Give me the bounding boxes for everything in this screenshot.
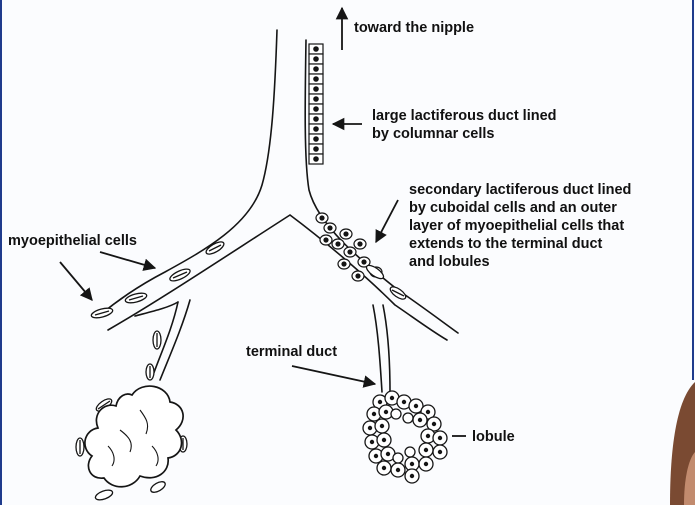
label-terminal-duct: terminal duct <box>246 344 337 360</box>
label-secondary-5: and lobules <box>409 254 490 270</box>
right-terminal-duct-left <box>373 305 382 392</box>
right-lobule <box>363 391 447 483</box>
arrows <box>60 8 466 436</box>
label-secondary-1: secondary lactiferous duct lined <box>409 182 631 198</box>
left-lobule <box>85 386 183 487</box>
label-secondary-3: layer of myoepithelial cells that <box>409 218 624 234</box>
label-lobule: lobule <box>472 429 515 445</box>
label-secondary-2: by cuboidal cells and an outer <box>409 200 617 216</box>
arrow-terminal-duct <box>292 366 375 384</box>
label-toward-nipple: toward the nipple <box>354 20 474 36</box>
arrow-secondary-duct <box>376 200 398 242</box>
arrow-myoepithelial-2 <box>100 252 155 268</box>
branch-crotch <box>108 215 447 340</box>
label-large-duct-2: by columnar cells <box>372 126 495 142</box>
label-myoepithelial: myoepithelial cells <box>8 233 137 249</box>
right-terminal-duct-right <box>383 305 390 392</box>
arrow-myoepithelial-1 <box>60 262 92 300</box>
columnar-cells <box>309 44 323 164</box>
label-large-duct-1: large lactiferous duct lined <box>372 108 557 124</box>
label-secondary-4: extends to the terminal duct <box>409 236 603 252</box>
